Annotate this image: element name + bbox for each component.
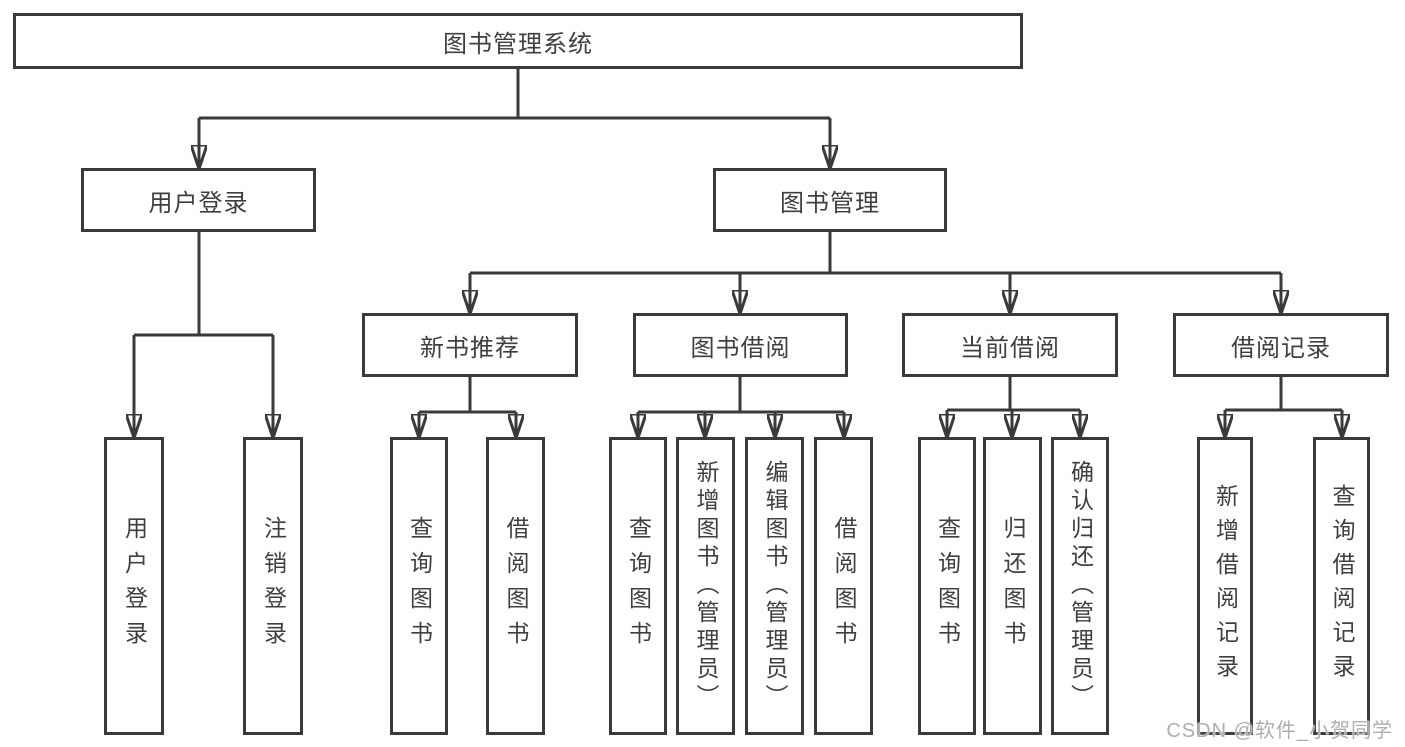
leaf-borrow-add-book-admin: 新增图书（管理员） (676, 437, 735, 735)
node-current-borrow: 当前借阅 (902, 313, 1118, 377)
leaf-current-return-book: 归还图书 (983, 437, 1042, 735)
leaf-borrow-edit-book-admin: 编辑图书（管理员） (745, 437, 804, 735)
leaf-user-login: 用户登录 (104, 437, 164, 735)
leaf-record-query: 查询借阅记录 (1313, 437, 1370, 735)
node-book-management: 图书管理 (713, 168, 947, 232)
leaf-recommend-query-book: 查询图书 (390, 437, 448, 735)
leaf-current-confirm-return-admin: 确认归还（管理员） (1051, 437, 1109, 735)
leaf-borrow-query-book: 查询图书 (609, 437, 667, 735)
node-new-book-recommend: 新书推荐 (362, 313, 578, 377)
leaf-recommend-borrow-book: 借阅图书 (486, 437, 545, 735)
node-library-management-system: 图书管理系统 (13, 13, 1023, 69)
leaf-record-add: 新增借阅记录 (1197, 437, 1253, 735)
leaf-borrow-borrow-book: 借阅图书 (814, 437, 873, 735)
node-borrow-record: 借阅记录 (1173, 313, 1389, 377)
csdn-watermark: CSDN @软件_小贺同学 (1166, 720, 1393, 742)
node-user-login: 用户登录 (81, 168, 316, 232)
leaf-logout: 注销登录 (243, 437, 303, 735)
leaf-current-query-book: 查询图书 (918, 437, 976, 735)
node-book-borrow: 图书借阅 (633, 313, 848, 377)
